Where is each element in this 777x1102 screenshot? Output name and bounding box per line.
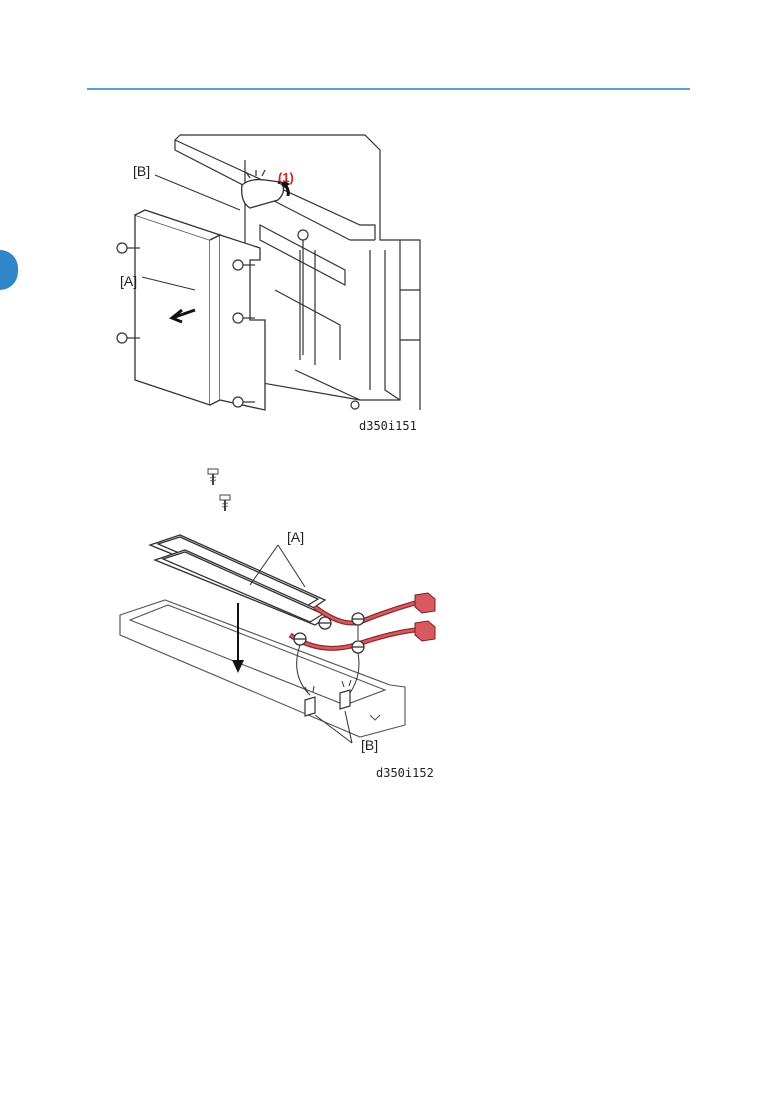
header-rule [87, 88, 690, 90]
figure-1-drawing [100, 130, 440, 430]
callout-b: [B] [361, 737, 378, 753]
chapter-tab [0, 250, 18, 290]
callout-a: [A] [120, 273, 137, 289]
callout-step-1: (1) [278, 170, 294, 185]
figure-1-id: d350i151 [359, 419, 417, 433]
figure-1: [B] (1) [A] [100, 130, 440, 430]
callout-b: [B] [133, 163, 150, 179]
figure-2: [A] [B] [100, 515, 445, 790]
screw-icon [207, 468, 219, 486]
figure-2-drawing [100, 515, 445, 790]
figure-2-id: d350i152 [376, 766, 434, 780]
callout-a: [A] [287, 529, 304, 545]
screw-icon [219, 494, 231, 512]
